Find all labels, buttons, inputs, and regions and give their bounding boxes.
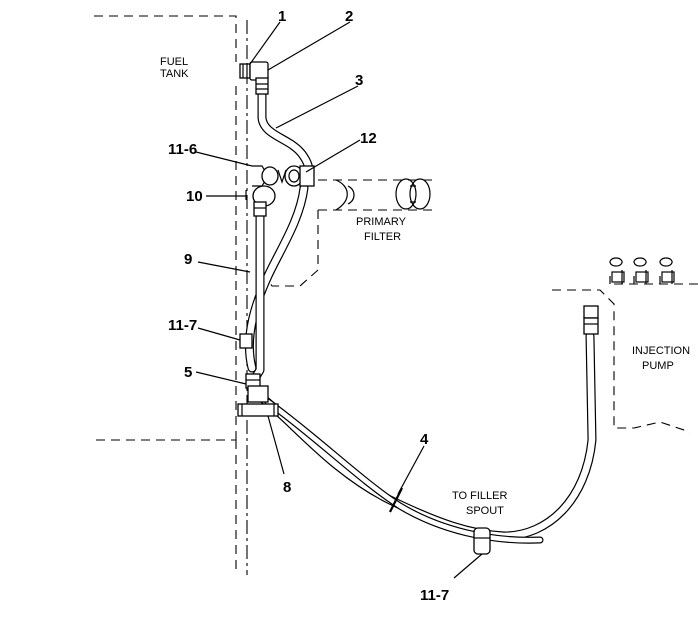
callout-3: 3	[355, 72, 363, 89]
callout-1: 1	[278, 8, 286, 25]
primary-filter-label-2: FILTER	[364, 231, 401, 243]
elbow-fitting-1	[239, 63, 251, 79]
fuel-tank-outline	[94, 15, 248, 575]
component-labels: FUEL TANK PRIMARY FILTER INJECTION PUMP …	[160, 56, 690, 517]
injection-pump-label: INJECTION	[632, 345, 690, 357]
fitting-12	[284, 165, 315, 187]
clamp-4	[389, 487, 403, 513]
callout-4: 4	[420, 431, 429, 448]
elbow-fitting-2	[249, 61, 269, 95]
injection-pump	[552, 257, 698, 433]
callout-numbers: 1 2 3 11-6 12 10 9 11-7 5 8 4 11-7	[168, 8, 449, 604]
tee-fitting-8	[237, 385, 279, 417]
callout-11-7-lower: 11-7	[420, 587, 449, 604]
filler-spout-label-2: SPOUT	[466, 505, 504, 517]
filler-spout-label: TO FILLER	[452, 490, 507, 502]
fuel-tank-label: FUEL	[160, 56, 188, 68]
pump-inlet-fitting	[583, 305, 599, 335]
leader-lines	[195, 21, 483, 579]
callout-11-7-upper: 11-7	[168, 317, 197, 334]
clamp-11-7-lower	[473, 527, 491, 555]
injection-pump-label-2: PUMP	[642, 360, 674, 372]
fitting-10	[245, 185, 276, 217]
callout-12: 12	[360, 130, 377, 147]
fitting-11-6	[252, 165, 287, 187]
primary-filter-label: PRIMARY	[356, 216, 407, 228]
callout-8: 8	[283, 479, 291, 496]
primary-filter	[261, 178, 432, 287]
fuel-tank-label-2: TANK	[160, 68, 189, 80]
callout-11-6: 11-6	[168, 141, 197, 158]
callout-10: 10	[186, 188, 203, 205]
hose-3	[257, 87, 314, 181]
callout-5: 5	[184, 364, 192, 381]
clamp-11-7-upper	[239, 333, 253, 349]
injection-pump-nozzles	[609, 257, 675, 284]
callout-2: 2	[345, 8, 353, 25]
callout-9: 9	[184, 251, 192, 268]
tube-4	[264, 398, 544, 544]
